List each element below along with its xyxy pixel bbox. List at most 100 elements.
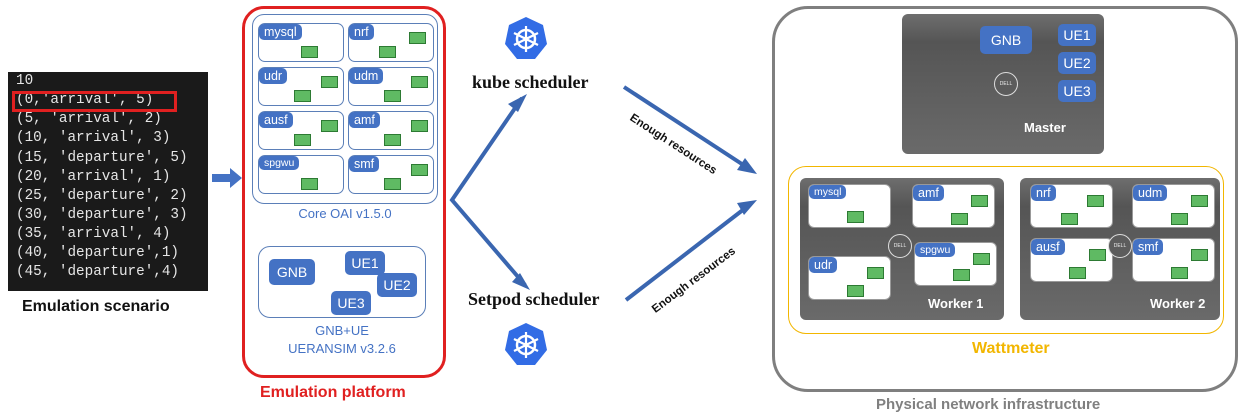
scenario-line: (20, 'arrival', 1) — [16, 169, 171, 185]
core-node-smf: smf — [348, 155, 434, 194]
flow-arrow — [212, 168, 242, 188]
kube-scheduler-label: kube scheduler — [472, 72, 589, 92]
worker1-node-amf: amf — [912, 184, 995, 228]
node-label: ausf — [259, 112, 293, 128]
container-icon — [1089, 249, 1106, 261]
core-node-udr: udr — [258, 67, 344, 106]
scenario-line: (30, 'departure', 3) — [16, 207, 188, 223]
container-icon — [1087, 195, 1104, 207]
core-node-mysql: mysql — [258, 23, 344, 62]
node-label: udm — [349, 68, 384, 84]
dell-logo: DELL — [888, 234, 912, 258]
kubernetes-icon — [505, 323, 547, 365]
master-ue1: UE1 — [1058, 24, 1096, 46]
master-server: GNB UE1 UE2 UE3 DELL Master — [902, 14, 1104, 154]
infrastructure-caption: Physical network infrastructure — [876, 396, 1101, 413]
worker1-node-spgwu: spgwu — [914, 242, 997, 286]
container-icon — [1191, 249, 1208, 261]
platform-caption: Emulation platform — [260, 384, 406, 401]
container-icon — [1191, 195, 1208, 207]
master-ue3: UE3 — [1058, 80, 1096, 102]
worker2-node-udm: udm — [1132, 184, 1215, 228]
container-icon — [294, 134, 311, 146]
scenario-line: (45, 'departure',4) — [16, 264, 180, 280]
wattmeter-frame — [788, 166, 1224, 334]
kubernetes-icon — [505, 17, 547, 59]
container-icon — [971, 195, 988, 207]
core-version-label: Core OAI v1.5.0 — [298, 206, 392, 221]
ue1-node: UE1 — [345, 251, 385, 275]
container-icon — [1069, 267, 1086, 279]
container-icon — [411, 164, 428, 176]
core-node-nrf: nrf — [348, 23, 434, 62]
dell-logo: DELL — [994, 72, 1018, 96]
scenario-line: (15, 'departure', 5) — [16, 150, 188, 166]
node-label: mysql — [809, 185, 847, 199]
container-icon — [1061, 213, 1078, 225]
worker1-label: Worker 1 — [928, 296, 984, 311]
node-label: udm — [1133, 185, 1168, 201]
container-icon — [951, 213, 968, 225]
scenario-line: (35, 'arrival', 4) — [16, 226, 171, 242]
current-event-highlight — [12, 91, 177, 112]
master-gnb: GNB — [980, 26, 1032, 54]
gnb-node: GNB — [269, 259, 315, 285]
node-label: amf — [349, 112, 380, 128]
scenario-line: (40, 'departure',1) — [16, 245, 180, 261]
master-label: Master — [1024, 120, 1066, 135]
dell-logo: DELL — [1108, 234, 1132, 258]
container-icon — [411, 76, 428, 88]
container-icon — [867, 267, 884, 279]
worker1-node-udr: udr — [808, 256, 891, 300]
worker1-server: mysql amf udr spgwu DELL Worker 1 — [800, 178, 1004, 320]
master-ue2: UE2 — [1058, 52, 1096, 74]
ran-label: GNB+UE — [315, 323, 369, 338]
scenario-line: 10 — [16, 73, 34, 89]
scenario-line: (25, 'departure', 2) — [16, 188, 188, 204]
ue3-node: UE3 — [331, 291, 371, 315]
core-node-amf: amf — [348, 111, 434, 150]
scenario-line: (5, 'arrival', 2) — [16, 111, 162, 127]
container-icon — [847, 211, 864, 223]
node-label: amf — [913, 185, 944, 201]
core-node-spgwu: spgwu — [258, 155, 344, 194]
ran-group: GNB UE1 UE2 UE3 — [258, 246, 426, 318]
container-icon — [973, 253, 990, 265]
container-icon — [411, 120, 428, 132]
scenario-terminal: 10 (0,'arrival', 5) (5, 'arrival', 2) (1… — [8, 72, 208, 291]
container-icon — [409, 32, 426, 44]
node-label: spgwu — [915, 243, 956, 257]
worker2-label: Worker 2 — [1150, 296, 1206, 311]
container-icon — [847, 285, 864, 297]
container-icon — [384, 90, 401, 102]
node-label: udr — [259, 68, 288, 84]
worker2-node-ausf: ausf — [1030, 238, 1113, 282]
node-label: nrf — [1031, 185, 1056, 201]
worker2-server: nrf udm ausf smf DELL Worker 2 — [1020, 178, 1220, 320]
container-icon — [384, 178, 401, 190]
container-icon — [321, 76, 338, 88]
container-icon — [294, 90, 311, 102]
node-label: nrf — [349, 24, 374, 40]
scenario-line: (0,'arrival', 5) — [16, 92, 154, 108]
ue2-node: UE2 — [377, 273, 417, 297]
infrastructure-frame — [772, 6, 1238, 392]
setpod-scheduler-label: Setpod scheduler — [468, 289, 600, 309]
container-icon — [1171, 213, 1188, 225]
container-icon — [301, 178, 318, 190]
node-label: smf — [349, 156, 380, 172]
scenario-caption: Emulation scenario — [22, 298, 170, 315]
worker2-node-smf: smf — [1132, 238, 1215, 282]
worker1-node-mysql: mysql — [808, 184, 891, 228]
node-label: smf — [1133, 239, 1164, 255]
core-node-udm: udm — [348, 67, 434, 106]
core-node-ausf: ausf — [258, 111, 344, 150]
container-icon — [1171, 267, 1188, 279]
node-label: udr — [809, 257, 838, 273]
worker2-node-nrf: nrf — [1030, 184, 1113, 228]
container-icon — [384, 134, 401, 146]
node-label: ausf — [1031, 239, 1065, 255]
node-label: spgwu — [259, 156, 300, 170]
container-icon — [301, 46, 318, 58]
